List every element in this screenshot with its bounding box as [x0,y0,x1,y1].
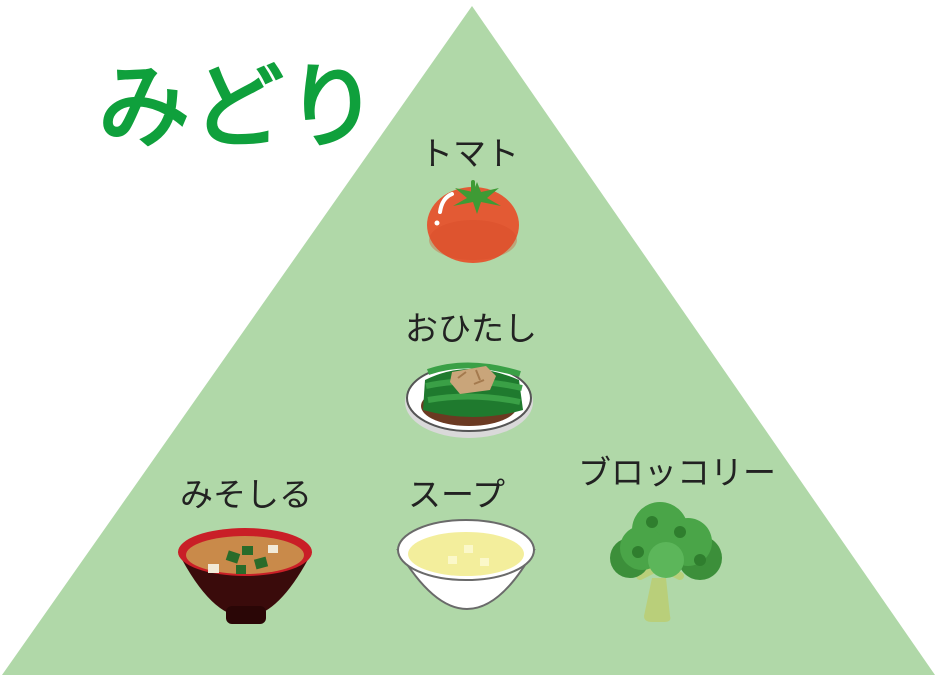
miso-soup-icon [178,528,312,624]
item-label-soup: スープ [408,475,506,514]
item-label-broccoli: ブロッコリー [578,453,776,492]
broccoli-icon [610,502,722,622]
pyramid-background [2,6,935,675]
tomato-icon [427,180,519,263]
soup-icon [396,519,536,610]
item-label-tomato: トマト [420,134,519,173]
ohitashi-icon [405,362,533,438]
item-label-ohitashi: おひたし [405,309,537,348]
page-title: みどり [98,54,381,161]
item-label-miso-soup: みそしる [180,475,312,514]
